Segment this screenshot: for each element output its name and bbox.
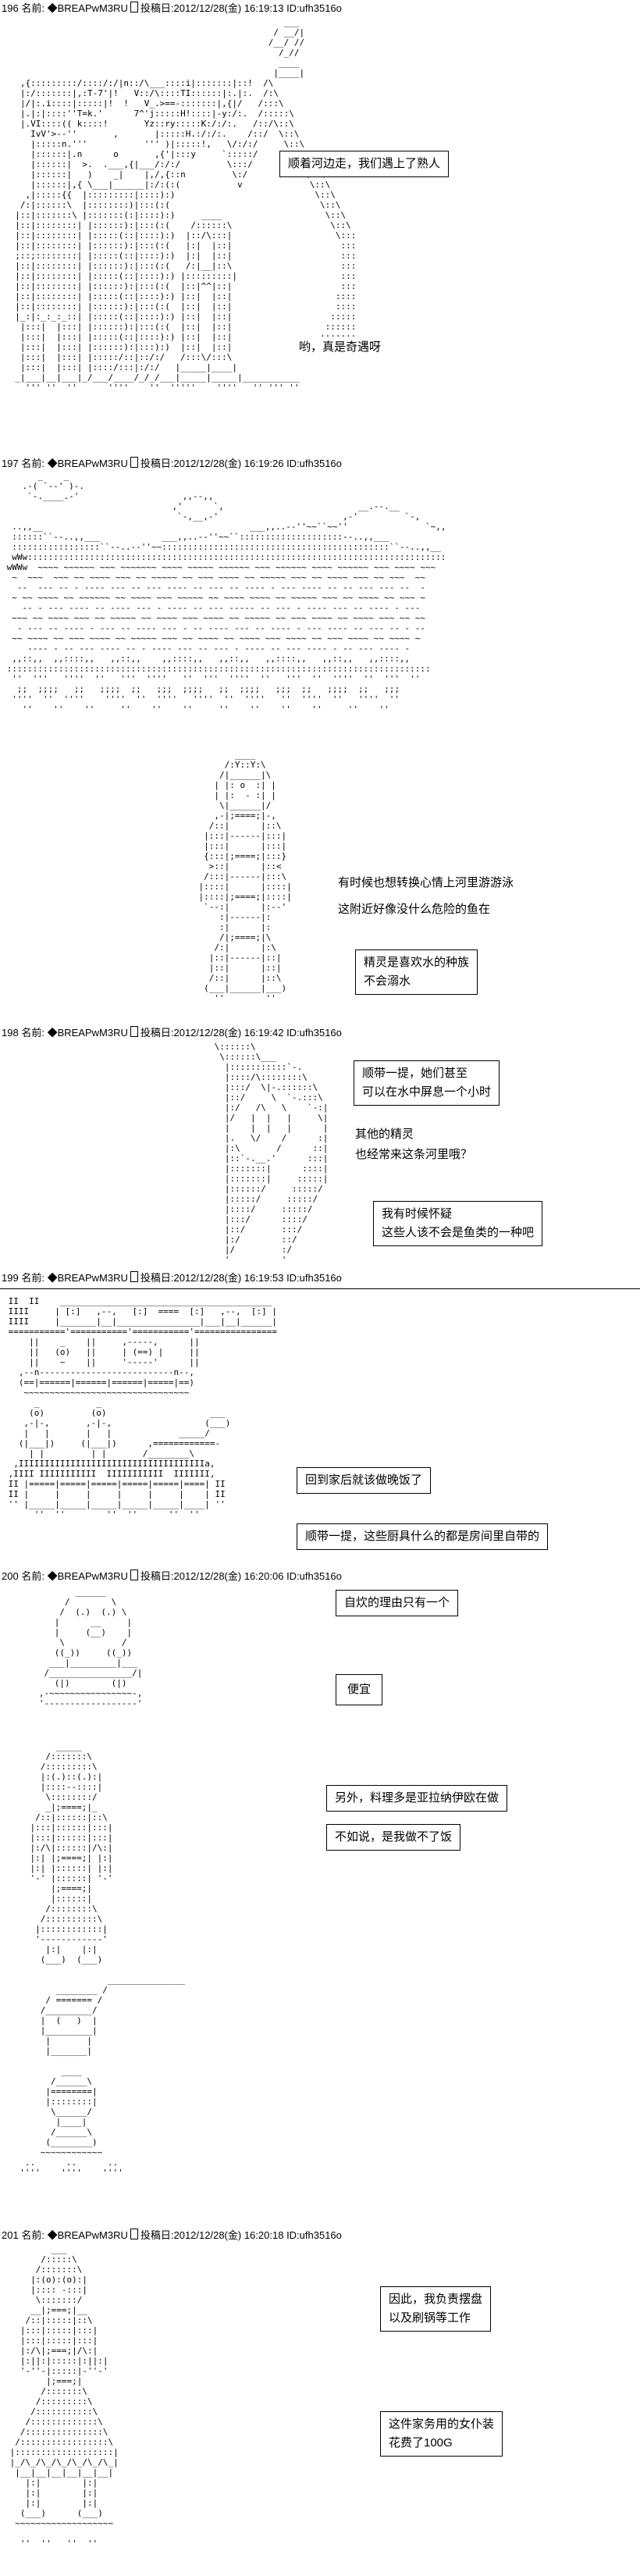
ascii-art-cooking-scene: _____ /:::::::\ /:::::::::\ |:(.)::(.):|…	[20, 1741, 186, 2178]
post-id: ID:ufh3516o	[286, 1272, 342, 1284]
post-tripcode: ◆BREAPwM3RU	[47, 1272, 128, 1284]
ascii-art-maid-outfit: ___ /:::::\ /:::::::\ |:(o):(o):| |:::: …	[9, 2244, 119, 2549]
post-date: 投稿日:2012/12/28(金) 16:19:26	[140, 458, 284, 469]
post-number: 200	[2, 1570, 19, 1582]
post-id: ID:ufh3516o	[286, 458, 342, 469]
speech-bubble: 便宜	[336, 1674, 383, 1705]
ascii-art-face-closeup: \::::::\ \::::::\___ |:::::::::::`-. |::…	[214, 1042, 329, 1265]
post-id: ID:ufh3516o	[286, 1027, 342, 1039]
post-tripcode: ◆BREAPwM3RU	[47, 2229, 128, 2241]
empty-box-glyph	[130, 1271, 138, 1282]
ascii-art-seal-creature: ______ / \ / (.) (.) \ | __ | | (__) | \…	[38, 1587, 143, 1708]
post-name-label: 名前:	[21, 1272, 44, 1284]
post-number: 196	[2, 2, 19, 14]
post-number: 198	[2, 1027, 19, 1039]
dialogue-text: 这附近好像没什么危险的鱼在	[338, 900, 491, 920]
speech-bubble: 不如说，是我做不了饭	[326, 1824, 461, 1851]
post-name-label: 名前:	[21, 2229, 44, 2241]
post-header: 198 名前: ◆BREAPwM3RU 投稿日:2012/12/28(金) 16:…	[2, 1026, 342, 1039]
speech-bubble: 顺带一提，这些厨具什么的都是房间里自带的	[297, 1523, 549, 1550]
speech-bubble: 这件家务用的女仆装 花费了100G	[380, 2411, 503, 2457]
post-date: 投稿日:2012/12/28(金) 16:20:18	[140, 2229, 284, 2241]
post-name-label: 名前:	[21, 1570, 44, 1582]
empty-box-glyph	[130, 1569, 138, 1580]
dialogue-text: 有时候也想转换心情上河里游游泳	[338, 873, 514, 893]
post-header: 197 名前: ◆BREAPwM3RU 投稿日:2012/12/28(金) 16:…	[2, 457, 342, 470]
speech-bubble: 精灵是喜欢水的种族 不会溺水	[355, 950, 478, 995]
post-number: 201	[2, 2229, 19, 2241]
post-name-label: 名前:	[21, 2, 44, 14]
ascii-art-river-landscape: _ _ .-( `--' )-. `-.____.-' ,,--,, ,' `,…	[6, 471, 446, 714]
speech-bubble: 我有时候怀疑 这些人该不会是鱼类的一种吧	[373, 1201, 543, 1246]
post-tripcode: ◆BREAPwM3RU	[47, 2, 128, 14]
speech-bubble: 顺带一提，她们甚至 可以在水中屏息一个小时	[354, 1060, 500, 1106]
post-id: ID:ufh3516o	[286, 2229, 342, 2241]
post-tripcode: ◆BREAPwM3RU	[47, 458, 128, 469]
speech-bubble: 回到家后就该做晚饭了	[297, 1467, 432, 1494]
post-header: 196 名前: ◆BREAPwM3RU 投稿日:2012/12/28(金) 16:…	[2, 2, 342, 15]
ascii-art-river-meeting: ___ / __/| /__/ // /_//	[15, 17, 357, 393]
empty-box-glyph	[130, 457, 138, 468]
speech-bubble: 自炊的理由只有一个	[336, 1590, 459, 1616]
post-name-label: 名前:	[21, 458, 44, 469]
speech-bubble: 顺着河边走，我们遇上了熟人	[279, 151, 450, 177]
post-header: 201 名前: ◆BREAPwM3RU 投稿日:2012/12/28(金) 16:…	[2, 2229, 342, 2242]
post-id: ID:ufh3516o	[286, 2, 342, 14]
post-number: 197	[2, 458, 19, 469]
post-date: 投稿日:2012/12/28(金) 16:19:42	[140, 1027, 284, 1039]
post-date: 投稿日:2012/12/28(金) 16:19:13	[140, 2, 284, 14]
post-name-label: 名前:	[21, 1027, 44, 1039]
divider-line	[0, 1288, 640, 1289]
post-number: 199	[2, 1272, 19, 1284]
empty-box-glyph	[130, 2, 138, 12]
empty-box-glyph	[130, 1026, 138, 1037]
post-date: 投稿日:2012/12/28(金) 16:19:53	[140, 1272, 284, 1284]
post-header: 200 名前: ◆BREAPwM3RU 投稿日:2012/12/28(金) 16:…	[2, 1569, 342, 1583]
speech-bubble: 另外，料理多是亚拉纳伊欧在做	[326, 1785, 508, 1812]
speech-bubble: 因此，我负责摆盘 以及刷锅等工作	[380, 2286, 492, 2332]
post-tripcode: ◆BREAPwM3RU	[47, 1570, 128, 1582]
dialogue-text: 哟，真是奇遇呀	[299, 337, 382, 358]
post-date: 投稿日:2012/12/28(金) 16:20:06	[140, 1570, 284, 1582]
post-tripcode: ◆BREAPwM3RU	[47, 1027, 128, 1039]
post-header: 199 名前: ◆BREAPwM3RU 投稿日:2012/12/28(金) 16:…	[2, 1271, 342, 1284]
dialogue-text: 其他的精灵 也经常来这条河里哦？	[355, 1124, 473, 1165]
empty-box-glyph	[130, 2229, 138, 2239]
post-id: ID:ufh3516o	[286, 1570, 342, 1582]
ascii-art-kitchen: II II __________________________________…	[8, 1296, 277, 1520]
ascii-art-elf-girl: ____ /:Y::Y:\ /|______|\ | |: o :| | | |…	[198, 750, 292, 1003]
